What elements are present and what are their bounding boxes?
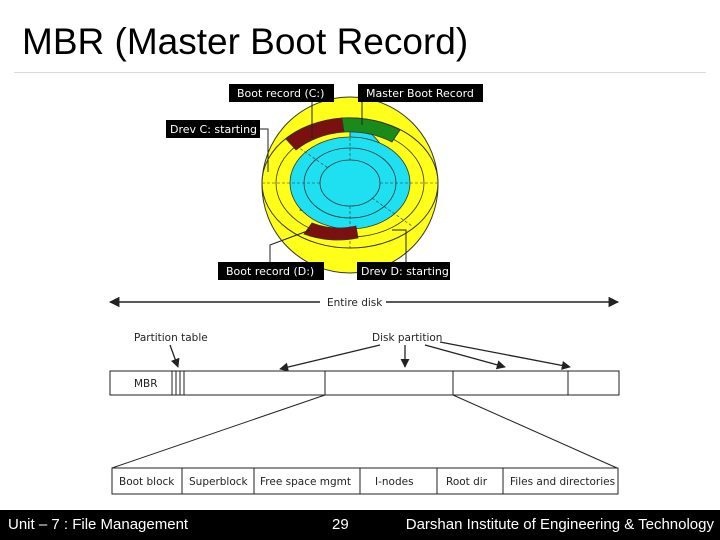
disk-partition-label: Disk partition: [372, 332, 442, 344]
label-master-boot-record: Master Boot Record: [358, 84, 483, 102]
label-drev-d-starting: Drev D: starting: [357, 262, 450, 280]
block-root-dir: Root dir: [446, 476, 488, 488]
label-drev-c-starting-text: Drev C: starting: [170, 123, 257, 136]
disk-platter: [261, 96, 439, 274]
slide-title: MBR (Master Boot Record): [22, 21, 469, 62]
block-files-and-directories: Files and directories: [510, 476, 615, 488]
label-master-boot-record-text: Master Boot Record: [366, 87, 474, 100]
label-boot-record-d-text: Boot record (D:): [226, 265, 314, 278]
label-boot-record-c: Boot record (C:): [229, 84, 334, 102]
partition-arrows: [169, 341, 571, 372]
expansion-lines: [111, 394, 618, 469]
mbr-label: MBR: [134, 378, 158, 390]
mbr-diagram: Boot record (C:) Master Boot Record Drev…: [108, 84, 620, 495]
footer-page-number: 29: [332, 516, 349, 533]
disk-layout-bar: MBR: [109, 370, 620, 396]
partition-block-bar: Boot block Superblock Free space mgmt I-…: [111, 467, 619, 495]
label-drev-c-starting: Drev C: starting: [166, 120, 260, 138]
entire-disk-label: Entire disk: [327, 297, 383, 309]
block-i-nodes: I-nodes: [375, 476, 414, 488]
label-drev-d-starting-text: Drev D: starting: [361, 265, 449, 278]
block-superblock: Superblock: [189, 476, 249, 488]
sector-line: [371, 197, 413, 227]
sector-line: [287, 139, 329, 169]
slide-footer: Unit – 7 : File Management 29 Darshan In…: [0, 510, 720, 540]
boot-record-d-sector: [303, 222, 359, 241]
label-boot-record-c-text: Boot record (C:): [237, 87, 324, 100]
track-ring-4: [319, 159, 381, 207]
footer-institute: Darshan Institute of Engineering & Techn…: [405, 516, 714, 533]
partition-table-label: Partition table: [134, 332, 208, 344]
title-divider: [14, 72, 706, 73]
block-free-space-mgmt: Free space mgmt: [260, 476, 351, 488]
footer-unit: Unit – 7 : File Management: [8, 516, 189, 533]
block-boot-block: Boot block: [119, 476, 175, 488]
label-boot-record-d: Boot record (D:): [218, 262, 324, 280]
label-leaders: [260, 102, 407, 262]
